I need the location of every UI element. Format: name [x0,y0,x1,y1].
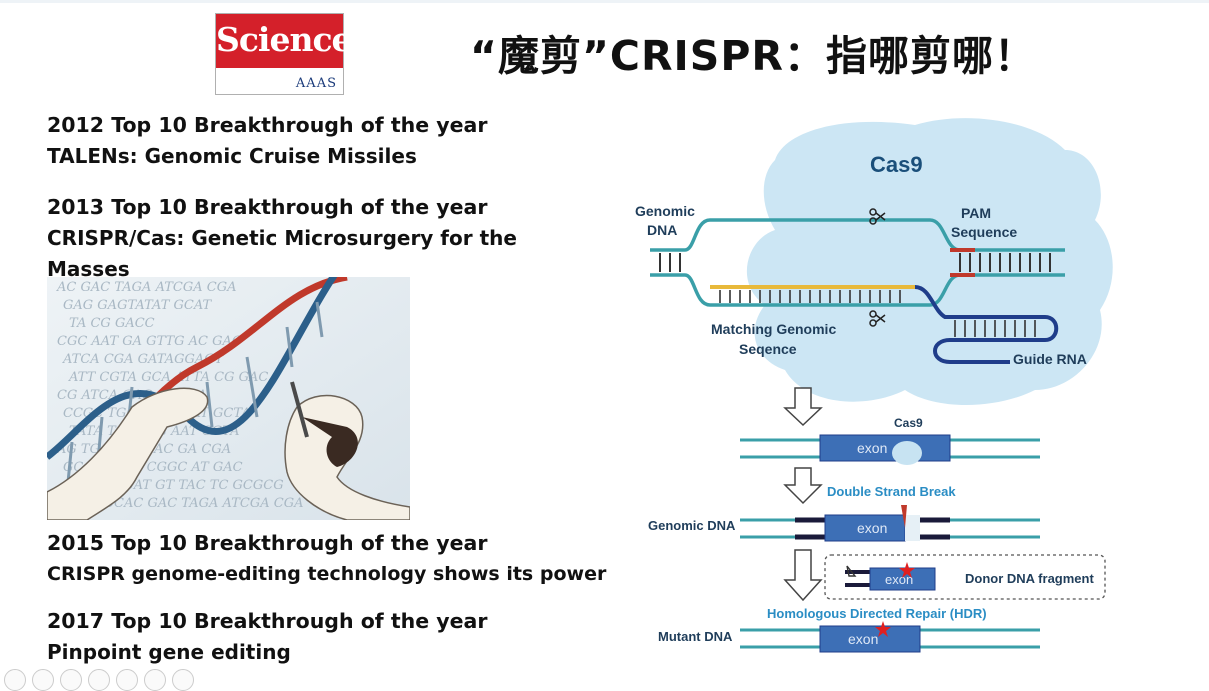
guide-rna-label: Guide RNA [1013,351,1087,367]
scissors-icon [869,208,886,225]
pam-label: PAM Sequence [951,205,1017,240]
star-icon [875,621,891,637]
breakthrough-desc: TALENs: Genomic Cruise Missiles [47,144,417,168]
genomic-dna-label: Genomic DNA [635,203,699,238]
crispr-mechanism-diagram: Cas9 Genomic DNA PAM Sequence Matching G… [635,118,1113,653]
cas9-cloud [746,118,1113,406]
matching-genomic-label: Matching Genomic Seqence [711,321,840,357]
toolbar-button[interactable] [88,669,110,691]
toolbar-button[interactable] [144,669,166,691]
logo-wordmark: Science [216,14,353,68]
toolbar-button[interactable] [172,669,194,691]
breakthrough-year-line: 2017 Top 10 Breakthrough of the year [47,609,488,633]
breakthrough-desc: Pinpoint gene editing [47,640,291,664]
top-edge [0,0,1209,3]
scissors-icon [869,310,886,327]
breakthrough-year-line: 2013 Top 10 Breakthrough of the year [47,195,488,219]
donor-dna-label: Donor DNA fragment [965,571,1094,586]
dna-letters-texture: ATCA CGA GATAGGAGT [62,352,225,367]
toolbar-button[interactable] [116,669,138,691]
slide-title: “魔剪”CRISPR：指哪剪哪！ [470,32,1036,80]
double-strand-break-label: Double Strand Break [827,484,956,499]
dna-letters-texture: ATT CGTA GCA ATTA CG GAC [68,370,268,385]
breakthrough-year-line: 2015 Top 10 Breakthrough of the year [47,531,488,555]
exon-label: exon [857,440,887,456]
breakthrough-desc: CRISPR/Cas: Genetic Microsurgery for the [47,226,517,250]
breakthrough-year-line: 2012 Top 10 Breakthrough of the year [47,113,488,137]
down-arrow-icon [783,467,823,505]
dna-letters-texture: GAG GAGTATAT GCAT [63,298,213,313]
breakthrough-desc: CRISPR genome-editing technology shows i… [47,563,607,585]
dna-scissors-photo: AC GAC TAGA ATCGA CGA GAG GAGTATAT GCAT TA… [47,277,410,520]
science-logo: Science AAAS [215,13,353,95]
logo-aaas: AAAS [295,76,337,91]
down-arrow-icon [783,549,823,602]
cas9-small-label: Cas9 [894,416,923,430]
toolbar-button[interactable] [60,669,82,691]
toolbar-button[interactable] [32,669,54,691]
cas9-label: Cas9 [870,152,923,177]
toolbar-button[interactable] [4,669,26,691]
mutant-dna-label: Mutant DNA [658,629,733,644]
down-arrow-icon [783,387,823,427]
dna-letters-texture: CGC AAT GA GTTG AC GAC [57,334,242,349]
breakthrough-2013: 2013 Top 10 Breakthrough of the year CRI… [47,192,517,285]
genomic-dna-row-label: Genomic DNA [648,518,736,533]
hdr-label: Homologous Directed Repair (HDR) [767,606,987,621]
exon-label: exon [848,631,878,647]
breakthrough-2012: 2012 Top 10 Breakthrough of the year TAL… [47,110,488,172]
exon-label: exon [857,520,887,536]
breakthrough-2015: 2015 Top 10 Breakthrough of the year CRI… [47,528,606,590]
dna-letters-texture: TA CG GACC [69,316,155,331]
exon-label: exon [885,572,913,587]
dna-letters-texture: AC GAC TAGA ATCGA CGA [56,280,237,295]
breakthrough-2017: 2017 Top 10 Breakthrough of the year Pin… [47,606,488,668]
star-icon [899,562,915,578]
presentation-toolbar [0,669,220,691]
